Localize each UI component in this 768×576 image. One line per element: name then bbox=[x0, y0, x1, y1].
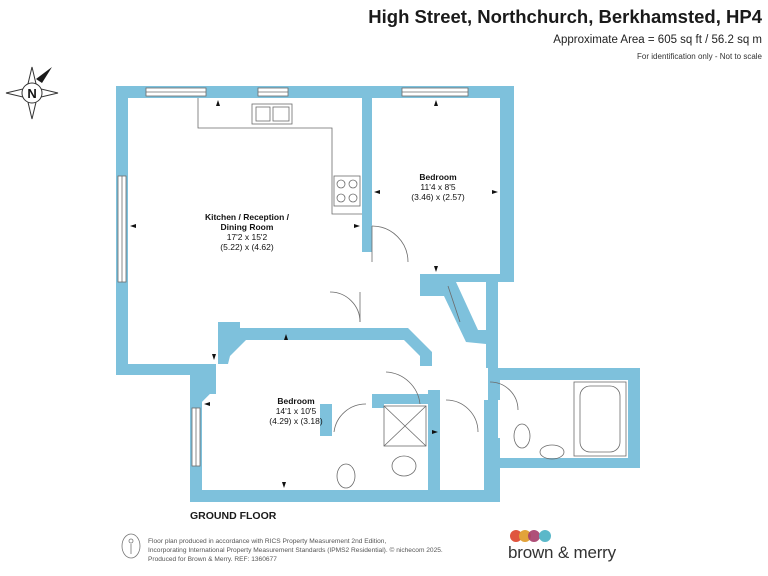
bedroom-1-floor bbox=[372, 98, 500, 274]
svg-text:(4.29) x (3.18): (4.29) x (3.18) bbox=[269, 416, 323, 426]
brand-name: brown & merry bbox=[508, 543, 616, 562]
wall-ensuite-left bbox=[320, 404, 332, 436]
basin-icon bbox=[539, 444, 565, 460]
brand-dot bbox=[519, 530, 531, 542]
svg-text:17'2 x 15'2: 17'2 x 15'2 bbox=[227, 232, 268, 242]
compass-north-letter: N bbox=[27, 86, 36, 101]
person-icon bbox=[121, 533, 141, 559]
footer-text: Floor plan produced in accordance with R… bbox=[148, 537, 478, 564]
door-swing bbox=[371, 225, 409, 263]
footer-line: Incorporating International Property Mea… bbox=[148, 547, 443, 554]
room-label-bedroom-1: Bedroom 11'4 x 8'5 (3.46) x (2.57) bbox=[411, 172, 465, 202]
kitchen-floor bbox=[128, 98, 362, 364]
room-label-kitchen: Kitchen / Reception / Dining Room 17'2 x… bbox=[205, 212, 290, 252]
wall-bedroom1-bottom bbox=[430, 274, 514, 282]
brand-logo-dots bbox=[510, 530, 551, 542]
svg-text:Bedroom: Bedroom bbox=[277, 396, 315, 406]
footer-line: Produced for Brown & Merry. REF: 1360677 bbox=[148, 556, 277, 563]
door-swing bbox=[489, 381, 519, 411]
door-swing bbox=[447, 285, 461, 323]
toilet-icon bbox=[391, 455, 417, 477]
kitchen-worktop bbox=[197, 98, 362, 215]
bathroom-floor bbox=[498, 380, 628, 458]
svg-text:Dining Room: Dining Room bbox=[221, 222, 274, 232]
brand-dot bbox=[539, 530, 551, 542]
basin-icon bbox=[336, 463, 356, 489]
room-label-bedroom-2: Bedroom 14'1 x 10'5 (4.29) x (3.18) bbox=[269, 396, 323, 426]
brand-dot bbox=[528, 530, 540, 542]
toilet-icon bbox=[513, 423, 531, 449]
door-swing bbox=[329, 291, 361, 323]
hob-icon bbox=[333, 175, 361, 207]
approximate-area: Approximate Area = 605 sq ft / 56.2 sq m bbox=[553, 34, 762, 46]
wall-ensuite-right bbox=[428, 390, 440, 502]
identification-note: For identification only - Not to scale bbox=[637, 52, 762, 61]
svg-text:11'4 x 8'5: 11'4 x 8'5 bbox=[420, 182, 455, 192]
sink-icon bbox=[251, 103, 293, 125]
bath-icon bbox=[573, 381, 627, 457]
brand-dot bbox=[510, 530, 522, 542]
door-swing bbox=[333, 403, 367, 433]
svg-text:14'1 x 10'5: 14'1 x 10'5 bbox=[276, 406, 317, 416]
windows bbox=[117, 87, 469, 467]
svg-text:(5.22) x (4.62): (5.22) x (4.62) bbox=[220, 242, 274, 252]
floor-label: GROUND FLOOR bbox=[190, 510, 277, 522]
wall-hall-diagonal bbox=[430, 282, 498, 368]
wall-kitchen-bedroom1 bbox=[362, 86, 372, 252]
ensuite-floor bbox=[332, 404, 428, 490]
door-swing bbox=[445, 399, 479, 433]
shower-tray bbox=[383, 405, 427, 447]
footer-line: Floor plan produced in accordance with R… bbox=[148, 538, 387, 545]
wall-kitchen-bedroom2 bbox=[218, 322, 432, 366]
svg-text:Bedroom: Bedroom bbox=[419, 172, 457, 182]
bedroom-2-floor bbox=[202, 332, 420, 490]
svg-text:(3.46) x (2.57): (3.46) x (2.57) bbox=[411, 192, 465, 202]
property-address-title: High Street, Northchurch, Berkhamsted, H… bbox=[368, 6, 762, 27]
dimension-markers bbox=[130, 100, 498, 488]
svg-text:Kitchen / Reception /: Kitchen / Reception / bbox=[205, 212, 290, 222]
compass-icon: N bbox=[5, 66, 59, 120]
door-swing bbox=[385, 371, 421, 405]
